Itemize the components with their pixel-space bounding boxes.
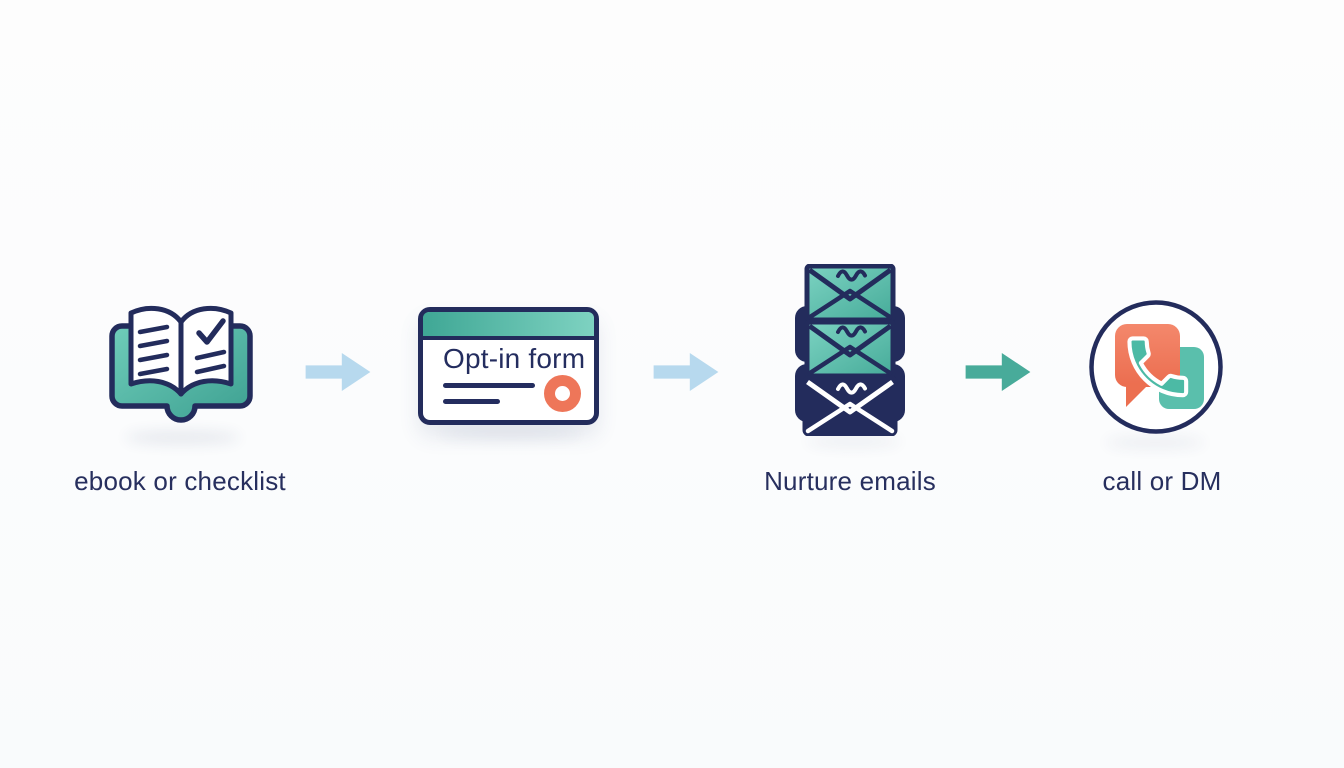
stacked-envelopes-icon	[794, 263, 906, 437]
open-book-checklist-icon	[106, 294, 256, 432]
phone-chat-icon	[1086, 297, 1226, 437]
card-shadow	[440, 428, 580, 440]
open-book-svg	[109, 305, 253, 423]
form-field-line	[443, 383, 535, 388]
envelope-bottom	[802, 375, 898, 437]
flow-arrow-1	[305, 352, 371, 392]
envelope-middle	[804, 319, 896, 379]
checkmark-icon	[196, 318, 226, 345]
right-page-text-lines	[194, 349, 227, 375]
step-label-lead-magnet: ebook or checklist	[74, 466, 286, 496]
envelope-top	[804, 263, 896, 323]
optin-form-title: Opt-in form	[443, 343, 586, 374]
phone-handset-icon	[1127, 336, 1189, 398]
form-field-line	[443, 399, 500, 404]
left-page-text-lines	[137, 324, 170, 377]
step-label-nurture: Nurture emails	[764, 466, 936, 496]
arrow-shape	[965, 352, 1031, 392]
flow-arrow-3	[965, 352, 1031, 392]
form-button-dot	[544, 375, 581, 412]
optin-form-card-header	[423, 312, 594, 340]
optin-form-card-icon: Opt-in form	[418, 307, 599, 425]
flow-arrow-2	[653, 352, 719, 392]
arrow-shape	[653, 352, 719, 392]
envelopes-shadow	[806, 436, 901, 447]
step-label-call: call or DM	[1102, 466, 1222, 496]
book-left-page	[128, 305, 184, 397]
arrow-shape	[305, 352, 371, 392]
envelopes-svg	[795, 263, 905, 437]
speech-bubble-tail	[1126, 383, 1150, 407]
phone-shadow	[1105, 437, 1205, 448]
book-shadow	[125, 431, 240, 444]
phone-chat-svg	[1089, 300, 1223, 434]
